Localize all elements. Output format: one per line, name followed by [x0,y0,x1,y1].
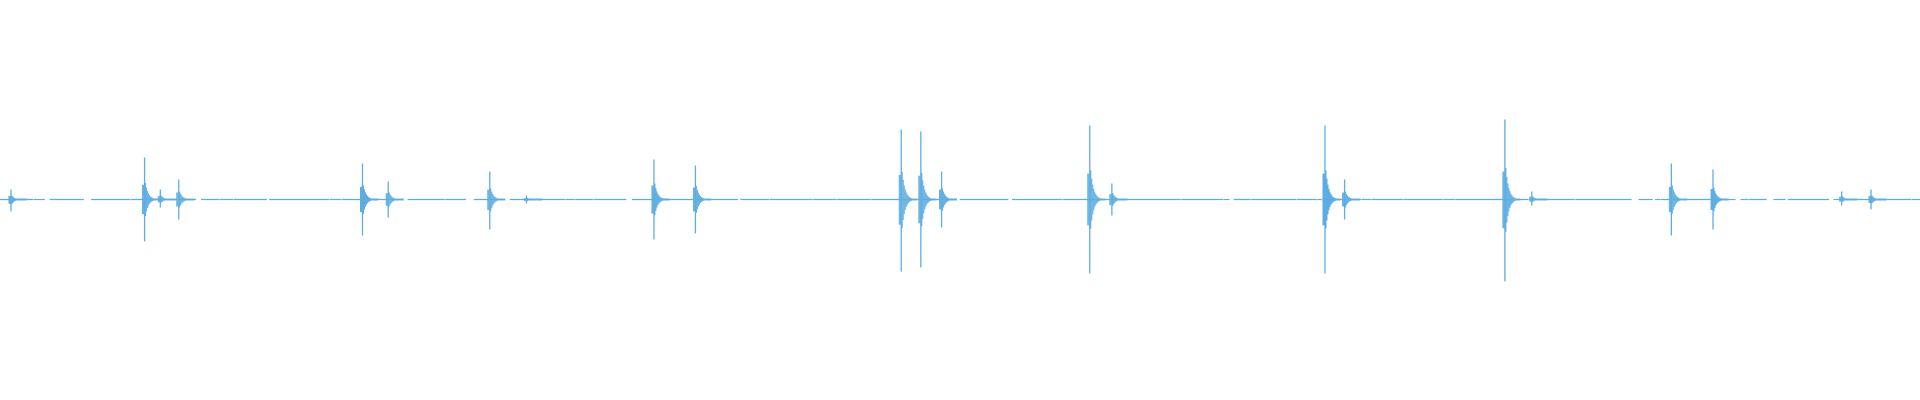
waveform-spike [1839,191,1858,206]
waveform-spike [918,131,937,268]
waveform-spike [157,189,176,208]
waveform-spike [939,171,958,228]
waveform-spike [1529,191,1548,206]
waveform-spike [1868,189,1887,210]
waveform-spike [142,157,161,242]
waveform-spike [692,165,711,234]
waveform-spike [1668,163,1687,236]
waveform-spike [487,171,506,230]
waveform-spike [1087,125,1106,274]
waveform-spike [1502,119,1521,282]
waveform-spike [523,195,542,204]
waveform-spike [1342,179,1361,220]
waveform-spike [385,181,404,218]
waveform-spike [898,129,917,272]
waveform-spike [8,189,27,212]
waveform-spike [1109,183,1128,216]
waveform-spike [1710,169,1729,230]
waveform-spike [176,179,195,220]
waveform-spike [1322,125,1341,274]
waveform-events [8,119,1887,282]
waveform-spike [359,163,378,236]
waveform-spike [651,159,670,240]
